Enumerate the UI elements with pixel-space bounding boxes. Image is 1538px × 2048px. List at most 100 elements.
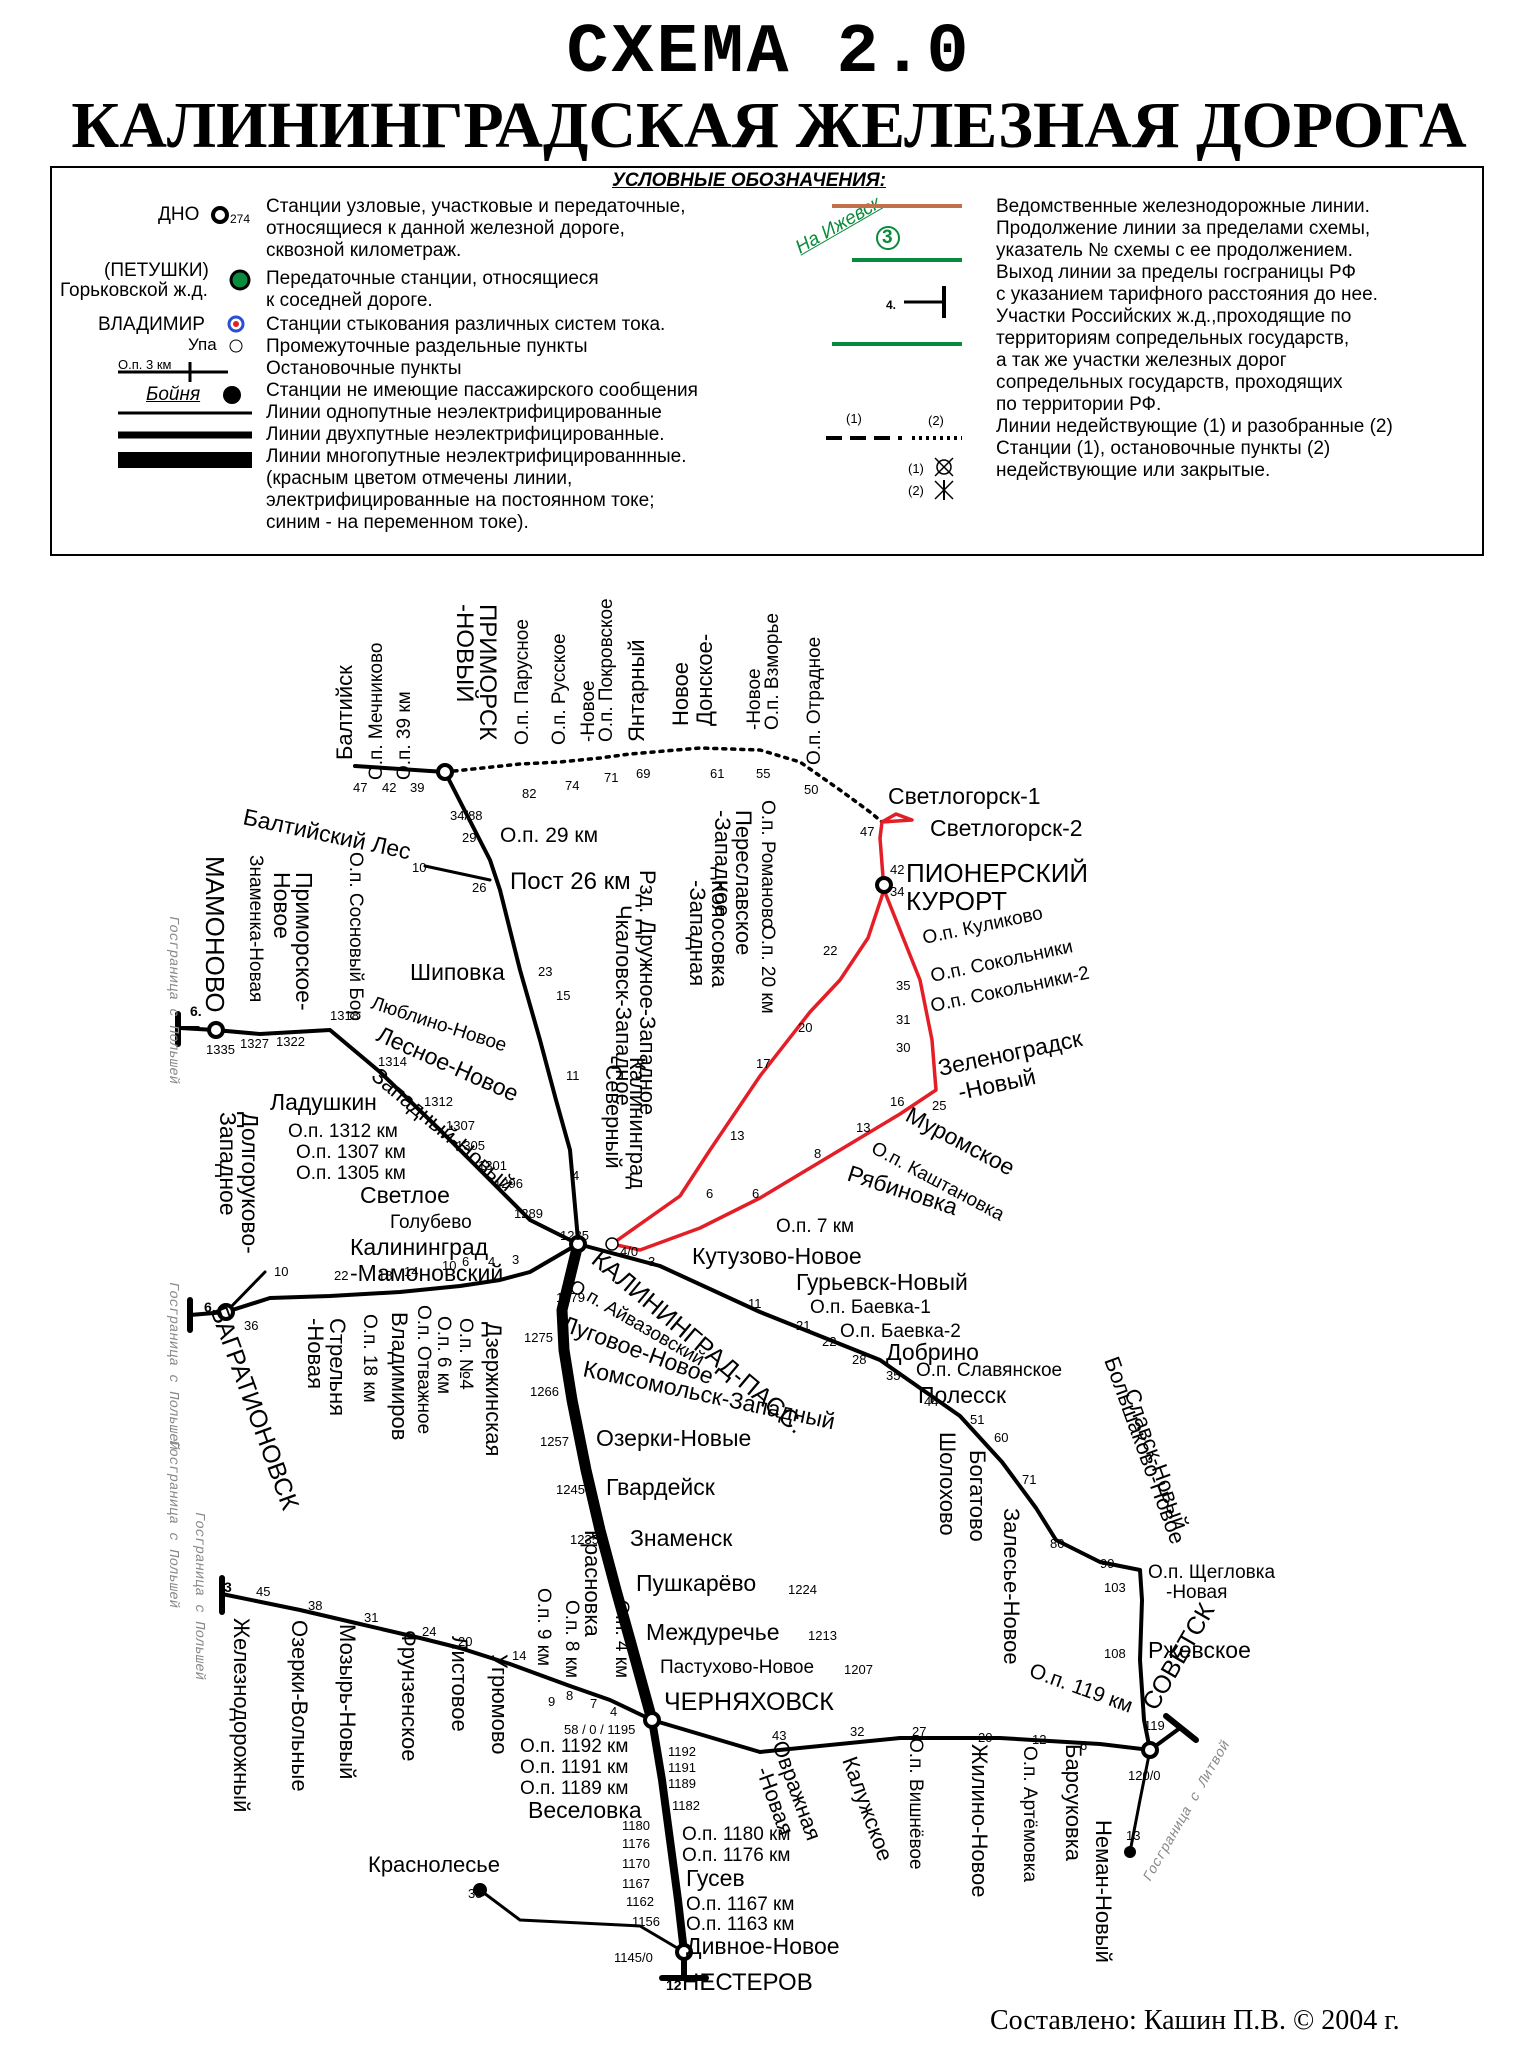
legend-text: Участки Российских ж.д.,проходящие по	[996, 306, 1352, 327]
border-bar-sovetsk	[1163, 1713, 1199, 1743]
km-marker: 1182	[672, 1798, 700, 1813]
station-label: КУРОРТ	[906, 886, 1007, 916]
km-marker: 3	[512, 1252, 519, 1267]
km-marker: 1191	[668, 1760, 696, 1775]
station-label: О.п. Отрадное	[804, 637, 825, 765]
km-marker: 1327	[240, 1036, 269, 1051]
km-marker: 10	[274, 1264, 288, 1279]
km-marker: 1279	[556, 1290, 585, 1305]
station-label: О.п. 1189 км	[520, 1778, 628, 1799]
station-label: О.п. Сосновый Бор	[345, 852, 366, 1021]
km-marker: 61	[710, 766, 724, 781]
station-label: О.п. Артёмовка	[1019, 1746, 1040, 1882]
km-marker: 50	[804, 782, 818, 797]
legend-text: Выход линии за пределы госграницы РФ	[996, 262, 1356, 283]
station-label: Кутузово-Новое	[692, 1243, 862, 1269]
station-label: О.п. 18 км	[359, 1314, 380, 1403]
km-marker: 1335	[206, 1042, 235, 1057]
legend-text: по территории РФ.	[996, 394, 1162, 415]
km-marker: 29	[462, 830, 476, 845]
km-marker: 4	[572, 1168, 579, 1183]
legend-sample-upa: Упа	[188, 335, 217, 354]
electric-line-zelenogradsk	[610, 812, 914, 1246]
km-marker: 55	[756, 766, 770, 781]
station-label: О.п. 1312 км	[288, 1121, 398, 1142]
km-marker: 11	[748, 1296, 762, 1311]
km-marker: 1296	[494, 1176, 523, 1191]
km-marker: 1167	[622, 1876, 650, 1891]
station-label: ПИОНЕРСКИЙ	[906, 858, 1088, 888]
track-kaliningrad-sovetsk	[576, 1242, 1152, 1752]
km-marker: 60	[994, 1430, 1008, 1445]
station-label: Богатово	[965, 1450, 990, 1542]
station-label: О.п. 39 км	[394, 691, 415, 780]
station-label: О.п. Баевка-2	[840, 1321, 961, 1342]
station-neman-icon	[1124, 1846, 1136, 1858]
km-marker: 12	[1032, 1732, 1046, 1747]
station-label: О.п. Парусное	[512, 619, 533, 745]
station-label: Добрино	[886, 1339, 979, 1365]
km-marker: 8	[814, 1146, 821, 1161]
legend-item-closed-stations: Станции (1), остановочные пункты (2) нед…	[996, 438, 1330, 482]
track-baltiysk-primorsk	[353, 764, 447, 774]
km-marker: 4	[488, 1254, 495, 1269]
km-marker: 1301	[478, 1158, 507, 1173]
km-marker: 38	[468, 1886, 482, 1901]
legend-sample-closed-1: (1)	[908, 461, 924, 476]
station-label: О.п. 9 км	[533, 1588, 554, 1666]
station-label: Долгоруково-	[237, 1112, 263, 1254]
station-label: О.п. 1163 км	[686, 1914, 794, 1935]
station-label: О.п. Романово	[757, 800, 778, 928]
km-marker: 7	[590, 1696, 597, 1711]
station-primorsk-icon	[436, 763, 454, 781]
junction-station-icon	[211, 206, 229, 224]
station-label: О.п. Взморье	[762, 613, 783, 730]
km-marker: 34	[890, 884, 904, 899]
track-primorsk-kaliningrad	[443, 770, 580, 1242]
km-marker: 32	[850, 1724, 864, 1739]
km-marker: 1314	[378, 1054, 407, 1069]
station-label: О.п. Славянское	[916, 1360, 1062, 1381]
station-label: Калужское	[837, 1753, 898, 1864]
km-marker: 1285	[560, 1228, 589, 1243]
station-label: Краснолесье	[368, 1852, 500, 1877]
km-marker: 74	[565, 778, 579, 793]
station-label: МАМОНОВО	[200, 856, 230, 1013]
station-label: Гусев	[686, 1865, 745, 1891]
station-label: Приморское-	[291, 872, 317, 1011]
legend-sample-petushki-road: Горьковской ж.д.	[60, 280, 208, 301]
station-label: О.п. 7 км	[776, 1216, 854, 1237]
station-label: Угрюмово	[487, 1654, 512, 1755]
scheme-title: СХЕМА 2.0	[566, 14, 972, 93]
station-label: Железнодорожный	[229, 1618, 254, 1812]
station-label: О.п. 8 км	[561, 1600, 582, 1678]
km-marker: 119	[1144, 1718, 1165, 1733]
km-marker: 35	[896, 978, 910, 993]
legend-item-multi: Линии многопутные неэлектрифицированнные…	[266, 446, 686, 534]
km-marker: 45	[256, 1584, 270, 1599]
station-label: ПРИМОРСК	[474, 604, 501, 740]
km-marker: 25	[932, 1098, 946, 1113]
legend-item-coupling: Станции стыкования различных систем тока…	[266, 314, 666, 335]
km-marker: 1156	[632, 1914, 660, 1929]
station-label: О.п. Покровское	[596, 598, 617, 742]
legend-text: недействующие или закрытые.	[996, 460, 1271, 481]
legend-sample-closed-2: (2)	[908, 483, 924, 498]
station-label: О.п. Русское	[549, 633, 570, 745]
km-marker: 1224	[788, 1582, 817, 1597]
legend-item-intermediate: Промежуточные раздельные пункты	[266, 336, 588, 357]
station-label: Озерки-Вольные	[287, 1620, 312, 1792]
km-marker: 35	[886, 1368, 900, 1383]
km-marker: 1162	[626, 1894, 654, 1909]
station-label: О.п. №4	[455, 1318, 476, 1390]
station-label: -Западное	[710, 810, 735, 916]
km-marker: 21	[796, 1318, 810, 1333]
legend-item-inactive-lines: Линии недействующие (1) и разобранные (2…	[996, 416, 1393, 437]
legend-text: а так же участки железных дорог	[996, 350, 1287, 371]
legend-text: электрифицированные на постоянном токе;	[266, 490, 655, 511]
station-label: -Мамоновский	[350, 1260, 503, 1286]
km-marker: 22	[823, 943, 837, 958]
author-credit: Составлено: Кашин П.В. © 2004 г.	[990, 2005, 1400, 2036]
km-marker: 58 / 0 / 1195	[564, 1722, 635, 1737]
